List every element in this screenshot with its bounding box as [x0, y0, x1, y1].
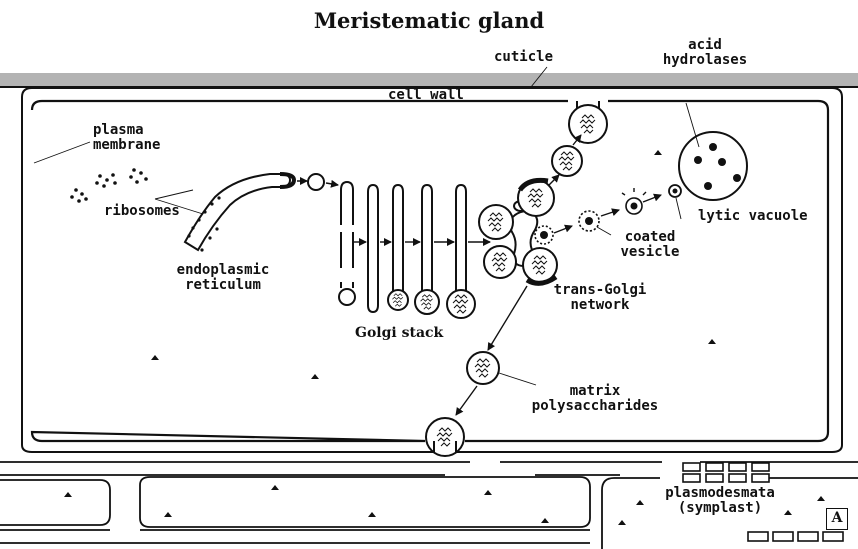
- plasmodesmata-label: plasmodesmata (symplast): [645, 486, 795, 516]
- lower-cell-middle: [140, 477, 590, 527]
- golgi-stack-label: Golgi stack: [355, 326, 443, 341]
- secretory-vesicle-upper: [552, 146, 582, 176]
- cell-wall-label: cell wall: [388, 88, 464, 103]
- matrix-vesicle: [467, 352, 499, 384]
- exocytosis-vesicle-bottom: [426, 418, 464, 456]
- cuticle-label: cuticle: [494, 50, 553, 65]
- matrix-polysaccharides-label: matrix polysaccharides: [520, 384, 670, 414]
- tgn-to-matrix-arrow: [488, 286, 527, 350]
- acid-hydrolases-label: acid hydrolases: [650, 38, 760, 68]
- transition-vesicle: [308, 174, 324, 190]
- uncoating-vesicle: [622, 188, 646, 214]
- endoplasmic-reticulum-label: endoplasmic reticulum: [158, 263, 288, 293]
- plasma-membrane-label: plasma membrane: [93, 123, 160, 153]
- free-ribosomes: [70, 168, 148, 203]
- lower-cell-left: [0, 480, 110, 525]
- tgn-to-vesicle-arrow: [548, 175, 559, 186]
- lytic-vacuole: [669, 132, 747, 200]
- diagram-title: Meristematic gland: [0, 8, 858, 33]
- trans-golgi-network: [479, 180, 557, 283]
- lytic-vacuole-label: lytic vacuole: [698, 209, 808, 224]
- ribosomes-label: ribosomes: [104, 204, 180, 219]
- matrix-to-membrane-arrow: [456, 386, 477, 415]
- vesicle-to-vacuole-arrow: [643, 195, 661, 202]
- coated-vesicle-label: coated vesicle: [610, 230, 690, 260]
- golgi-stack: [339, 182, 475, 318]
- exocytosis-vesicle-top: [569, 101, 607, 143]
- trans-golgi-network-label: trans-Golgi network: [545, 283, 655, 313]
- tgn-to-coated-arrow: [554, 226, 572, 233]
- coated-to-uncoated-arrow: [601, 210, 619, 216]
- cuticle: [0, 73, 858, 87]
- panel-tag: A: [826, 508, 848, 530]
- coated-vesicle: [579, 211, 599, 231]
- vesicle-to-golgi-arrow: [326, 183, 338, 185]
- endoplasmic-reticulum: [185, 174, 294, 252]
